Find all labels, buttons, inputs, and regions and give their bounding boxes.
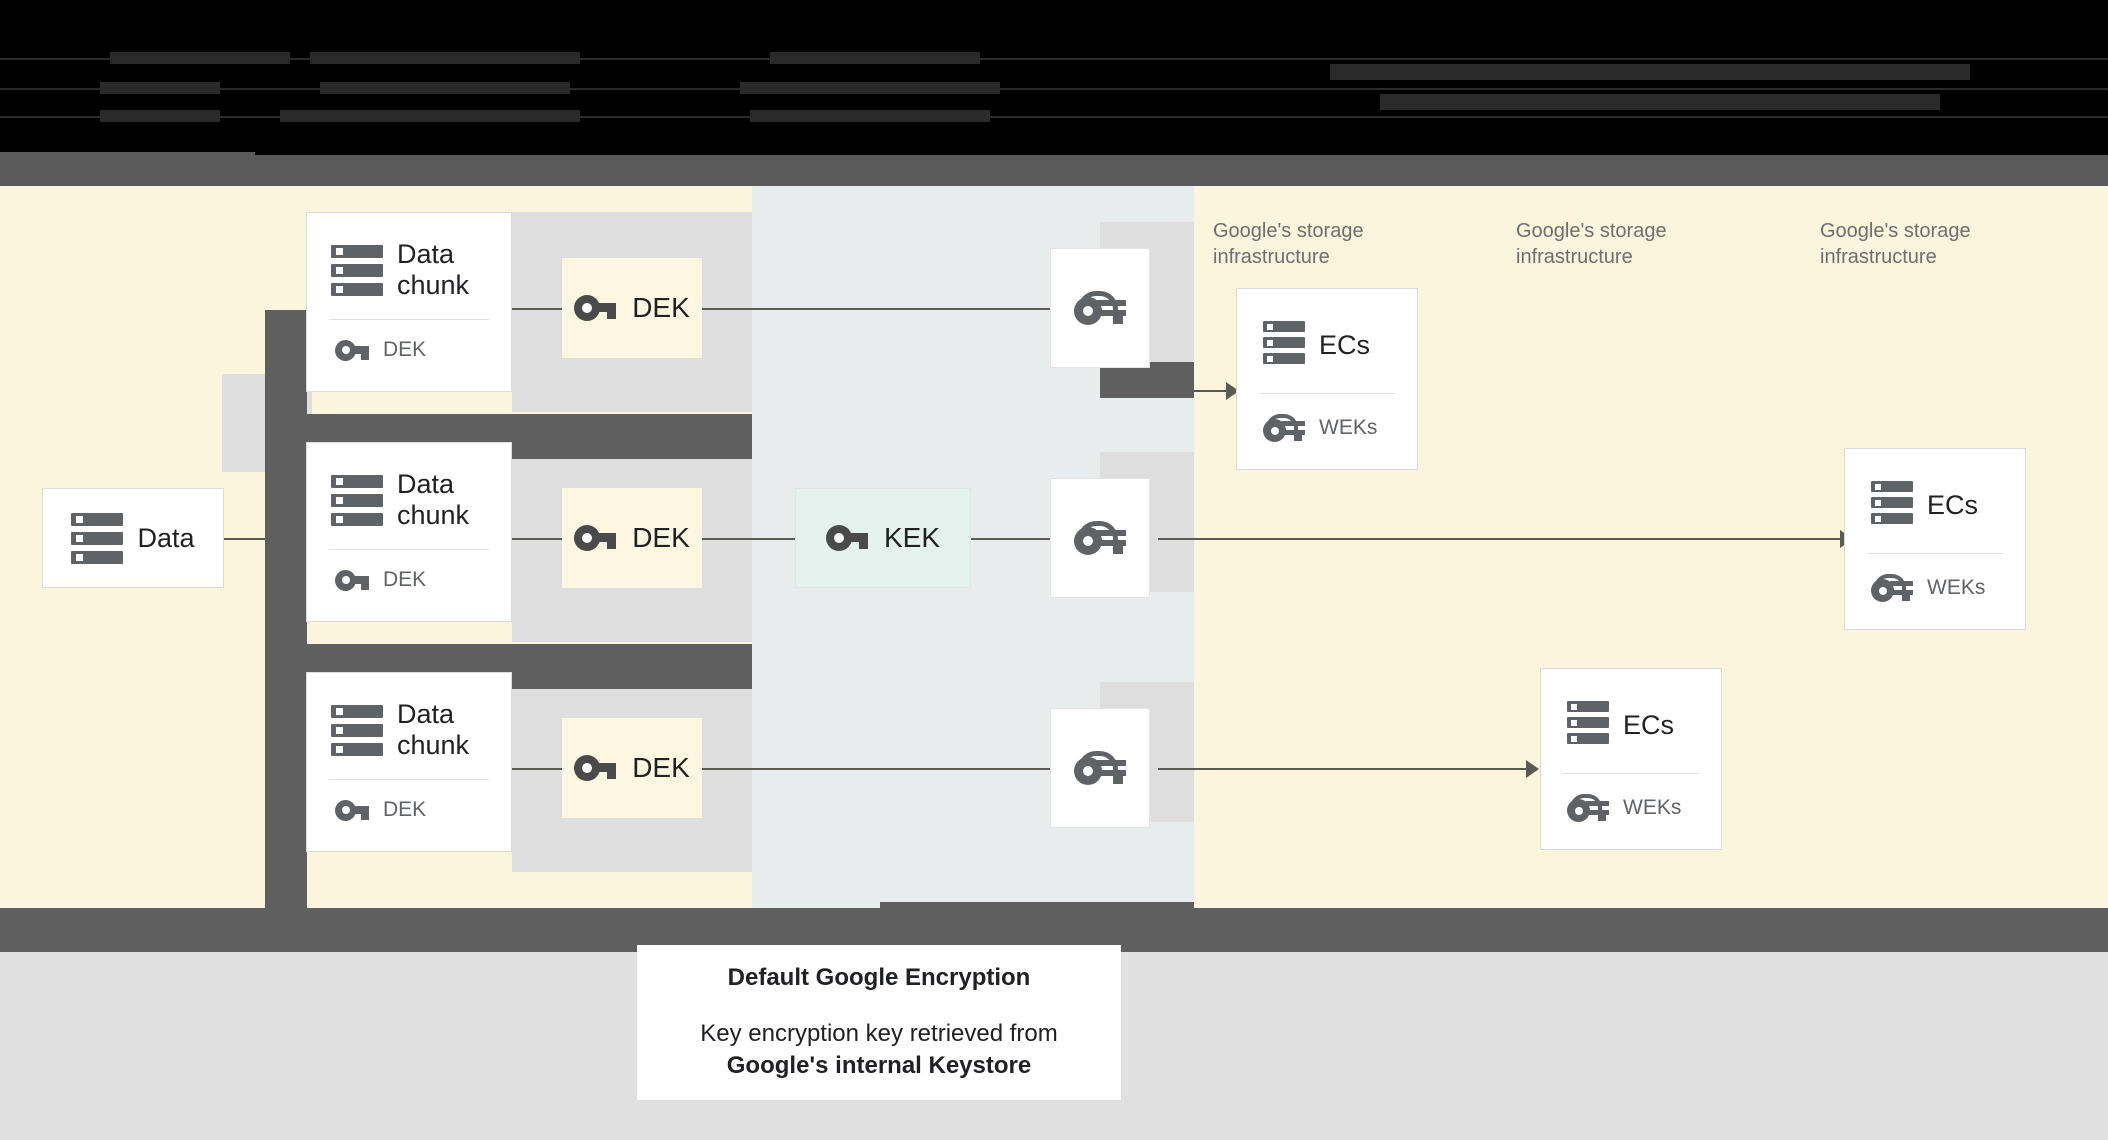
box-dek-label: DEK [632,292,690,323]
card-chunk-title: Data chunk [397,469,470,530]
top-banner-obscured [0,0,2108,186]
storage-label-3: Google's storage infrastructure [1820,220,1971,268]
box-dek-3[interactable]: DEK [562,718,702,818]
card-data-source-label: Data [137,522,195,553]
card-ecs-1[interactable]: ECs WEKs [1236,288,1418,470]
box-wrapped-key-3[interactable] [1050,708,1150,828]
wrapped-key-icon [1263,414,1305,442]
box-dek-1[interactable]: DEK [562,258,702,358]
line-dek3-to-wkey3 [702,768,1062,770]
key-icon [335,799,369,821]
line-dek1-to-wkey1 [702,308,1062,310]
wrapped-key-icon [1871,574,1913,602]
card-chunk-key-label: DEK [383,568,427,591]
arrow-line-to-ecs-2 [1158,538,1840,540]
card-ecs-3[interactable]: ECs WEKs [1540,668,1722,850]
storage-label-1: Google's storage infrastructure [1213,220,1364,268]
key-icon [574,295,617,321]
box-wrapped-key-1[interactable] [1050,248,1150,368]
box-dek-label: DEK [632,752,690,783]
card-chunk-key-label: DEK [383,338,427,361]
key-icon [335,339,369,361]
card-chunk-title: Data chunk [397,699,470,760]
card-chunk-title: Data chunk [397,239,470,300]
arrow-head-to-ecs-1 [1226,382,1239,400]
wrapped-key-icon [1074,291,1126,325]
storage-icon [331,704,383,756]
storage-icon [1263,321,1305,369]
key-icon [574,525,617,551]
box-dek-label: DEK [632,522,690,553]
caption-card: Default Google Encryption Key encryption… [637,945,1121,1100]
wipe-mask-vertical-bar [265,310,307,958]
storage-icon [331,244,383,296]
card-ecs-title: ECs [1927,489,1979,520]
diagram-canvas: Google's storage infrastructure Google's… [0,186,2108,958]
card-data-chunk-1[interactable]: Data chunk DEK [306,212,512,392]
line-chunk2-to-dek2 [512,538,562,540]
bottom-mask-band [0,908,2108,952]
caption-body-line2: Google's internal Keystore [726,1051,1032,1079]
wipe-mask-bottom-stub [880,902,1194,908]
box-wrapped-key-2[interactable] [1050,478,1150,598]
line-chunk3-to-dek3 [512,768,562,770]
box-kek-label: KEK [883,522,941,553]
card-ecs-key-label: WEKs [1623,796,1682,819]
arrow-head-to-ecs-3 [1526,760,1539,778]
caption-body-line1: Key encryption key retrieved from [700,1019,1058,1047]
key-icon [335,569,369,591]
key-icon [574,755,617,781]
card-ecs-key-label: WEKs [1927,576,1986,599]
card-ecs-key-label: WEKs [1319,416,1378,439]
storage-icon [1871,481,1913,529]
storage-label-2: Google's storage infrastructure [1516,220,1667,268]
card-data-source[interactable]: Data [42,488,224,588]
key-icon [825,525,868,551]
arrow-line-to-ecs-3 [1158,768,1526,770]
storage-icon [71,512,124,564]
caption-heading: Default Google Encryption [727,963,1031,991]
wrapped-key-icon [1074,751,1126,785]
storage-icon [331,474,383,526]
caption-body: Key encryption key retrieved from Google… [700,1018,1057,1082]
card-ecs-title: ECs [1319,329,1371,360]
wrapped-key-icon [1074,521,1126,555]
card-data-chunk-2[interactable]: Data chunk DEK [306,442,512,622]
card-ecs-title: ECs [1623,709,1675,740]
storage-icon [1567,701,1609,749]
box-dek-2[interactable]: DEK [562,488,702,588]
card-chunk-key-label: DEK [383,798,427,821]
card-data-chunk-3[interactable]: Data chunk DEK [306,672,512,852]
box-kek[interactable]: KEK [795,488,971,588]
card-ecs-2[interactable]: ECs WEKs [1844,448,2026,630]
wipe-mask-band-3 [1100,362,1194,398]
wrapped-key-icon [1567,794,1609,822]
line-chunk1-to-dek1 [512,308,562,310]
